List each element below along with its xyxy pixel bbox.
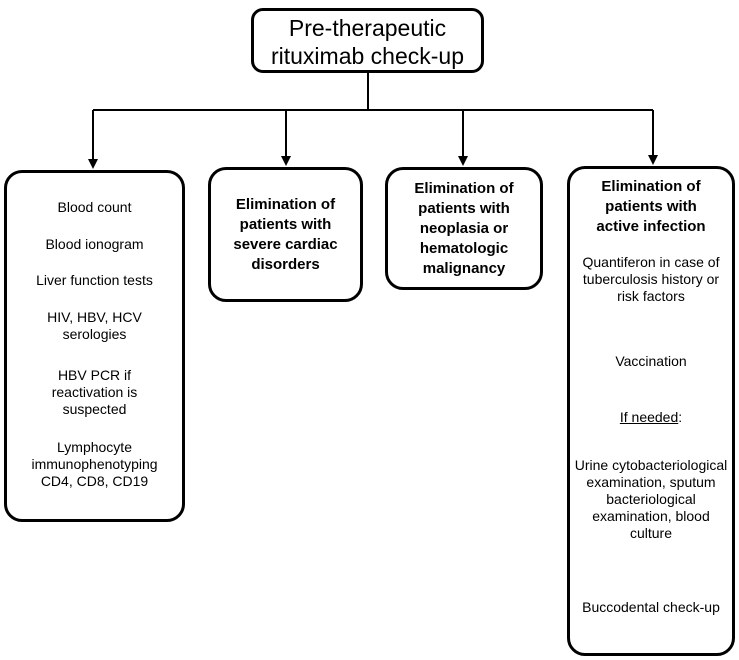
arrowhead-3 [458, 156, 468, 166]
arrowhead-2 [281, 156, 291, 166]
list-item: Liver function tests [36, 272, 153, 288]
list-item: Quantiferon in case of tuberculosis hist… [582, 254, 720, 304]
neoplasia-text: Elimination of patients with neoplasia o… [414, 179, 514, 277]
cardiac-box: Elimination of patients with severe card… [208, 167, 363, 302]
list-item: Lymphocyte immunophenotyping CD4, CD8, C… [31, 439, 158, 489]
arrowhead-4 [648, 155, 658, 165]
if-needed-label: If needed: [570, 409, 732, 426]
list-item: HBV PCR if reactivation is suspected [51, 367, 138, 417]
infection-box: Elimination of patients with active infe… [567, 166, 735, 656]
title-line-2: rituximab check-up [270, 43, 465, 69]
arrowhead-1 [88, 159, 98, 169]
list-item: Buccodental check-up [582, 599, 720, 615]
title-line-1: Pre-therapeutic [288, 15, 447, 41]
title-box: Pre-therapeutic rituximab check-up [251, 8, 484, 73]
list-item: Blood ionogram [45, 236, 144, 252]
cardiac-text: Elimination of patients with severe card… [233, 195, 338, 273]
list-item: HIV, HBV, HCV serologies [47, 309, 142, 342]
neoplasia-box: Elimination of patients with neoplasia o… [385, 167, 543, 290]
if-needed-text: If needed [619, 409, 679, 425]
list-item: Blood count [57, 199, 132, 215]
blood-tests-box: Blood count Blood ionogram Liver functio… [4, 170, 185, 522]
infection-heading: Elimination of patients with active infe… [596, 178, 706, 235]
if-needed-colon: : [678, 409, 683, 425]
list-item: Vaccination [615, 353, 687, 369]
list-item: Urine cytobacteriological examination, s… [574, 457, 728, 541]
